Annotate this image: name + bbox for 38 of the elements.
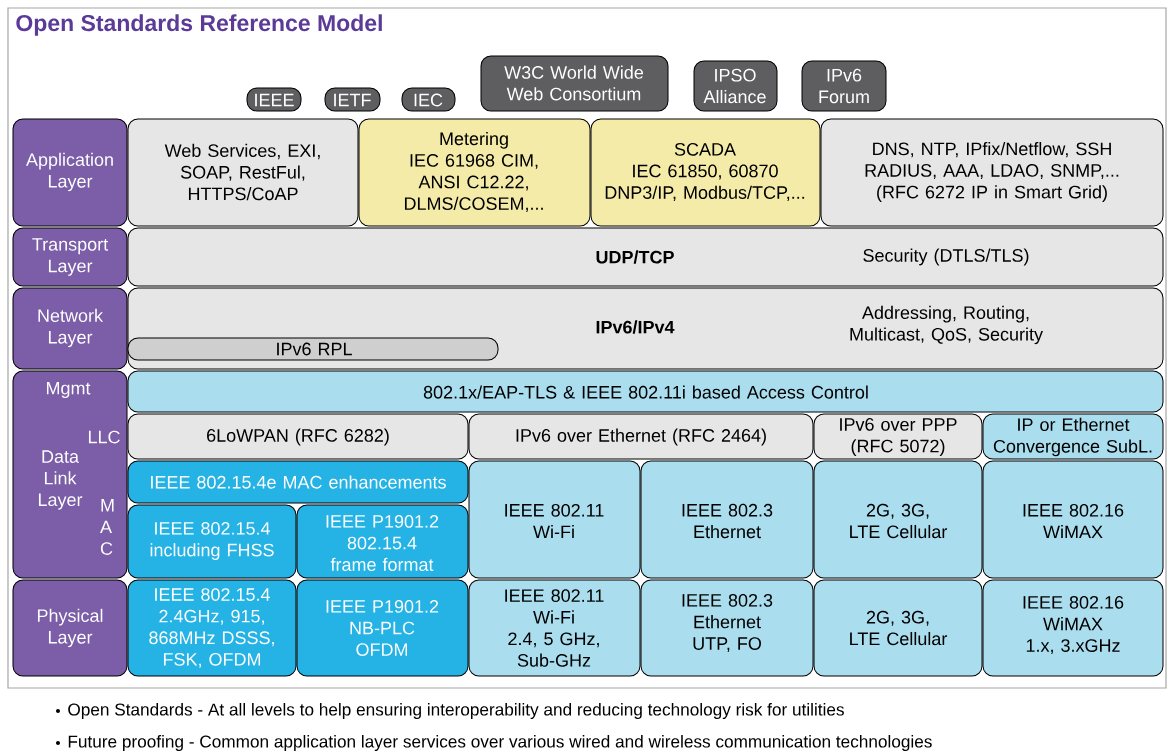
protocol-bar: IPv6 RPL — [127, 337, 499, 361]
protocol-box: SCADA IEC 61850, 60870 DNP3/IP, Modbus/TCP,... — [590, 118, 821, 227]
organization-tag: W3C World Wide Web Consortium — [480, 55, 669, 112]
protocol-box: IP or Ethernet Convergence SubL. — [982, 413, 1164, 460]
layer-label-box: Mgmt LLC Data Link Layer M A C — [12, 370, 128, 579]
organization-tag: IPv6 Forum — [801, 60, 887, 112]
protocol-box: UDP/TCP Security (DTLS/TLS) — [127, 227, 1164, 287]
protocol-box: IEEE 802.16 WiMAX — [982, 460, 1164, 579]
note-text: Open Standards - At all levels to help ensuring interoperability and reducing technology risk for utilities — [68, 703, 844, 720]
layer-label-box: Physical Layer — [12, 579, 128, 677]
title: Open Standards Reference Model — [16, 14, 382, 36]
protocol-box: IEEE 802.16 WiMAX 1.x, 3.xGHz — [982, 579, 1164, 677]
protocol-box: IEEE 802.3 Ethernet — [640, 460, 814, 579]
protocol-box: Metering IEC 61968 CIM, ANSI C12.22, DLMS/COSEM,... — [358, 118, 591, 227]
note-text: Future proofing - Common application layer services over various wired and wireless communication technologies — [68, 735, 932, 752]
layer-label-box: Application Layer — [12, 118, 128, 227]
organization-tag: IETF — [324, 87, 381, 112]
protocol-box: IEEE 802.3 Ethernet UTP, FO — [640, 579, 814, 677]
protocol-box: 6LoWPAN (RFC 6282) — [127, 413, 469, 460]
protocol-box: DNS, NTP, IPfix/Netflow, SSH RADIUS, AAA, LDAO, SNMP,... (RFC 6272 IP in Smart Grid) — [820, 118, 1164, 227]
organization-tag: IEC — [401, 87, 456, 112]
protocol-box: 802.1x/EAP-TLS & IEEE 802.11i based Access Control — [127, 370, 1164, 413]
protocol-box: IEEE 802.15.4e MAC enhancements — [127, 460, 469, 504]
protocol-box: IEEE P1901.2 802.15.4 frame format — [296, 504, 469, 579]
layer-label-box: Transport Layer — [12, 227, 128, 287]
protocol-box: IEEE P1901.2 NB-PLC OFDM — [296, 579, 469, 677]
protocol-box: IPv6 over Ethernet (RFC 2464) — [468, 413, 814, 460]
layer-label-box: Network Layer — [12, 287, 128, 370]
protocol-box: IPv6 over PPP (RFC 5072) — [813, 413, 983, 460]
organization-tag: IEEE — [246, 87, 302, 112]
protocol-box: Web Services, EXI, SOAP, RestFul, HTTPS/CoAP — [127, 118, 359, 227]
protocol-box: IEEE 802.15.4 including FHSS — [127, 504, 297, 579]
protocol-box: 2G, 3G, LTE Cellular — [813, 579, 983, 677]
organization-tag: IPSO Alliance — [693, 60, 778, 112]
protocol-box: IEEE 802.11 Wi-Fi 2.4, 5 GHz, Sub-GHz — [468, 579, 641, 677]
protocol-box: 2G, 3G, LTE Cellular — [813, 460, 983, 579]
protocol-box: IEEE 802.11 Wi-Fi — [468, 460, 641, 579]
protocol-box: IEEE 802.15.4 2.4GHz, 915, 868MHz DSSS, FSK, OFDM — [127, 579, 297, 677]
